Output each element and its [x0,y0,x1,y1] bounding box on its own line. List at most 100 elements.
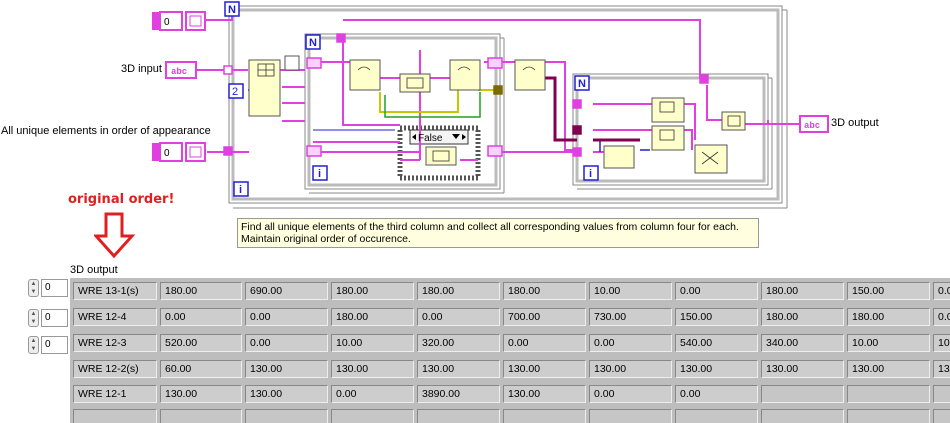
down-arrow-icon [94,212,136,259]
array-cell[interactable]: 10.00 [589,282,672,300]
bottom-numeric-control[interactable]: 0 [152,142,206,162]
array-cell[interactable] [675,409,758,423]
array-cell[interactable]: 130.00 [417,360,500,378]
array-cell[interactable] [73,409,157,423]
build-array-node-2 [425,146,457,166]
array-cell[interactable] [847,385,930,403]
array-cell[interactable]: 150.00 [675,308,758,326]
array-cell[interactable] [245,409,328,423]
comment-line-2: Maintain original order of occurence. [241,233,411,245]
build-array-node-1 [399,73,431,93]
case-selector-text: False [418,133,443,144]
array-cell[interactable]: WRE 12-4 [73,308,157,326]
array-cell[interactable]: 130.00 [245,360,328,378]
array-cell[interactable]: 690.00 [245,282,328,300]
array-cell[interactable]: WRE 12-3 [73,334,157,352]
array-cell[interactable]: WRE 12-2(s) [73,360,157,378]
spinner-icon[interactable]: ▲▼ [28,309,39,327]
array-cell[interactable]: WRE 13-1(s) [73,282,157,300]
array-cell[interactable]: 0.00 [503,334,586,352]
array-cell[interactable]: 0.00 [160,308,242,326]
array-cell[interactable] [933,385,950,403]
input-type-text: abc [171,67,187,77]
index-value[interactable]: 0 [41,309,68,327]
array-cell[interactable]: 10.00 [331,334,414,352]
array-cell[interactable]: 0.00 [245,308,328,326]
array-cell[interactable]: 3890.00 [417,385,500,403]
array-cell[interactable]: WRE 12-1 [73,385,157,403]
array-cell[interactable]: 180.00 [847,308,930,326]
array-cell[interactable]: 180.00 [417,282,500,300]
array-cell[interactable] [933,409,950,423]
array-cell[interactable]: 150.00 [847,282,930,300]
array-cell[interactable]: 180.00 [331,282,414,300]
array-cell[interactable]: 0.00 [675,282,758,300]
array-cell[interactable]: 0.00 [589,385,672,403]
array-cell[interactable]: 340.00 [761,334,844,352]
build-array-node-3 [721,111,746,131]
array-cell[interactable] [160,409,242,423]
array-cell[interactable]: 130.00 [503,385,586,403]
array-cell[interactable]: 0.00 [417,308,500,326]
outer-count-text: N [228,4,236,16]
index-control-1[interactable]: ▲▼ 0 [28,279,68,297]
array-cell[interactable]: 10 [933,334,950,352]
top-control-value: 0 [164,17,170,28]
array-cell[interactable]: 180.00 [503,282,586,300]
array-cell[interactable]: 130.00 [160,385,242,403]
array-cell[interactable]: 0.0 [933,282,950,300]
unique-elements-label: All unique elements in order of appearan… [1,125,211,137]
delete-array-node [603,145,635,169]
array-cell[interactable]: 130.00 [589,360,672,378]
index-control-3[interactable]: ▲▼ 0 [28,336,68,354]
index-value[interactable]: 0 [41,279,68,297]
spinner-icon[interactable]: ▲▼ [28,336,39,354]
array-cell[interactable] [417,409,500,423]
input-3d-terminal[interactable]: abc [165,61,197,79]
output-3d-label: 3D output [831,117,879,129]
array-cell[interactable]: 180.00 [761,308,844,326]
array-cell[interactable]: 60.00 [160,360,242,378]
array-cell[interactable]: 0.00 [675,385,758,403]
array-cell[interactable]: 520.00 [160,334,242,352]
case-selector[interactable]: False [412,133,466,144]
array-cell[interactable]: 180.00 [761,282,844,300]
array-cell[interactable]: 540.00 [675,334,758,352]
array-cell[interactable]: 0.00 [245,334,328,352]
array-cell[interactable]: 320.00 [417,334,500,352]
array-cell[interactable]: 0.00 [589,334,672,352]
top-numeric-control[interactable]: 0 [152,11,206,31]
array-cell[interactable]: 130.00 [503,360,586,378]
array-cell[interactable]: 730.00 [589,308,672,326]
node-glyphs [257,63,741,165]
inner2-count-text: N [578,78,586,90]
array-cell[interactable]: 130.00 [245,385,328,403]
constant-two-text: 2 [232,86,238,98]
array-cell[interactable]: 700.00 [503,308,586,326]
array-cell[interactable]: 180.00 [160,282,242,300]
array-cell[interactable] [847,409,930,423]
inner1-index-text: i [318,168,321,180]
array-cell[interactable] [589,409,672,423]
array-cell[interactable] [761,409,844,423]
array-cell[interactable]: 0.0 [933,308,950,326]
array-cell[interactable]: 130.00 [761,360,844,378]
array-cell[interactable] [331,409,414,423]
index-control-2[interactable]: ▲▼ 0 [28,309,68,327]
array-cell[interactable] [503,409,586,423]
array-cell[interactable]: 0.00 [331,385,414,403]
array-cell[interactable]: 10.00 [847,334,930,352]
array-cell[interactable]: 130.00 [675,360,758,378]
index-value[interactable]: 0 [41,336,68,354]
output-3d-terminal[interactable]: abc [799,115,829,133]
array-wires [313,76,640,142]
spinner-icon[interactable]: ▲▼ [28,279,39,297]
bottom-control-value: 0 [164,148,170,159]
array-cell[interactable]: 130.00 [331,360,414,378]
array-cell[interactable] [761,385,844,403]
array-cell[interactable]: 130.00 [847,360,930,378]
array-cell[interactable]: 180.00 [331,308,414,326]
array-cell[interactable]: 13 [933,360,950,378]
